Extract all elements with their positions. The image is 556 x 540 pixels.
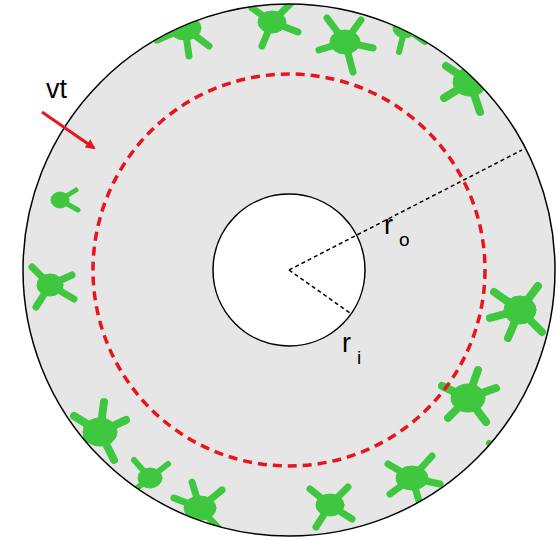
- outer-radius-line: [289, 150, 522, 270]
- front-circle: [93, 74, 485, 466]
- outer-circle: [23, 4, 555, 536]
- radius-symbol: r: [342, 330, 351, 357]
- velocity-label: vt: [46, 76, 67, 103]
- inner-radius-line: [289, 270, 350, 313]
- annulus-fill: [23, 4, 555, 536]
- radius-subscript: i: [357, 348, 361, 367]
- radius-symbol: r: [384, 212, 393, 239]
- velocity-arrow: [42, 112, 94, 148]
- radius-subscript: o: [399, 230, 410, 249]
- cells: [32, 4, 542, 530]
- inner-circle: [213, 194, 365, 346]
